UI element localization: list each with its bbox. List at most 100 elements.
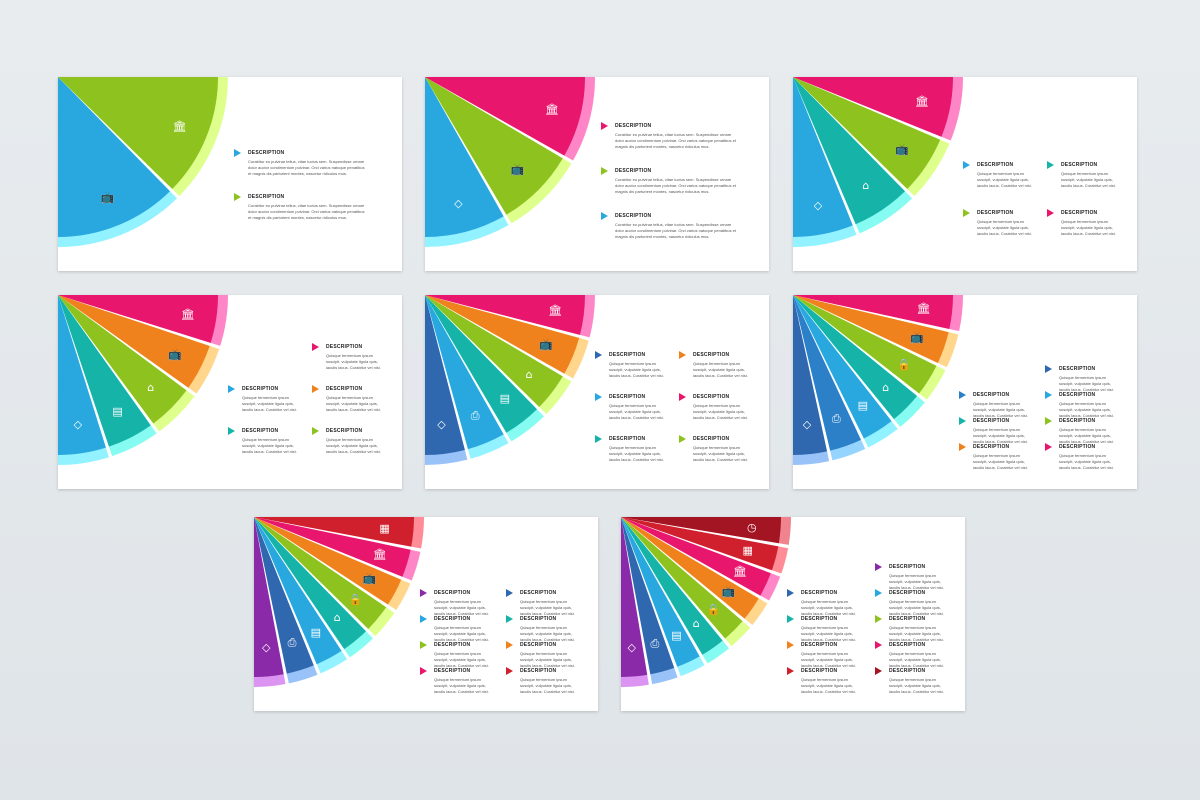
- description-text: Quisque fermentum ipsum suscipit, vulput…: [326, 395, 381, 412]
- diamond-icon: ◇: [627, 640, 636, 654]
- bullet-triangle-icon: [875, 641, 882, 649]
- bullet-triangle-icon: [595, 351, 602, 359]
- description-text: Quisque fermentum ipsum suscipit, vulput…: [1059, 427, 1114, 444]
- bullet-triangle-icon: [1045, 417, 1052, 425]
- fan-segment: [621, 517, 781, 544]
- film-icon: ▤: [112, 404, 123, 418]
- fan-diagram: [793, 77, 963, 247]
- tv-icon: 📺: [909, 331, 924, 345]
- description-title: DESCRIPTION: [434, 642, 471, 648]
- description-title: DESCRIPTION: [693, 394, 730, 400]
- bank-icon: 🏛: [548, 304, 563, 318]
- diamond-icon: ◇: [454, 196, 463, 210]
- fan-segment: [793, 295, 937, 394]
- description-text: Quisque fermentum ipsum suscipit, vulput…: [1059, 401, 1114, 418]
- description-text: Curabitur eu pulvinar tellus, vitae luct…: [248, 159, 365, 176]
- diamond-icon: ◇: [802, 418, 812, 432]
- description-text: Quisque fermentum ipsum suscipit, vulput…: [326, 353, 381, 370]
- description-text: Quisque fermentum ipsum suscipit, vulput…: [801, 651, 856, 668]
- bullet-triangle-icon: [679, 351, 686, 359]
- description-title: DESCRIPTION: [520, 642, 557, 648]
- description-text: Quisque fermentum ipsum suscipit, vulput…: [889, 573, 944, 590]
- fan-segment: [58, 295, 218, 343]
- description-text: Quisque fermentum ipsum suscipit, vulput…: [889, 651, 944, 668]
- home-icon: ⌂: [525, 367, 533, 381]
- description-text: Quisque fermentum ipsum suscipit, vulput…: [434, 625, 489, 642]
- description-title: DESCRIPTION: [609, 436, 646, 442]
- bullet-triangle-icon: [595, 435, 602, 443]
- description-title: DESCRIPTION: [615, 213, 652, 219]
- bank-icon: 🏛: [180, 307, 195, 321]
- fan-segment: [621, 517, 700, 667]
- description-title: DESCRIPTION: [889, 590, 926, 596]
- fan-segment: [425, 77, 563, 215]
- description-text: Quisque fermentum ipsum suscipit, vulput…: [801, 599, 856, 616]
- bullet-triangle-icon: [420, 615, 427, 623]
- print-icon: ⎙: [470, 409, 480, 423]
- description-title: DESCRIPTION: [977, 162, 1014, 168]
- fan-segment: [254, 517, 411, 577]
- fan-segment: [425, 77, 504, 237]
- description-title: DESCRIPTION: [1061, 210, 1098, 216]
- bullet-triangle-icon: [787, 615, 794, 623]
- fan-segment: [425, 295, 580, 374]
- description-title: DESCRIPTION: [615, 123, 652, 129]
- bank-icon: 🏛: [372, 548, 387, 562]
- fan-segment: [254, 517, 284, 677]
- description-title: DESCRIPTION: [242, 386, 279, 392]
- description-text: Curabitur eu pulvinar tellus, vitae luct…: [615, 177, 736, 194]
- description-text: Quisque fermentum ipsum suscipit, vulput…: [242, 395, 297, 412]
- fan-segment: [793, 77, 953, 137]
- fan-segment: [621, 517, 771, 596]
- description-text: Quisque fermentum ipsum suscipit, vulput…: [520, 599, 575, 616]
- description-title: DESCRIPTION: [801, 668, 838, 674]
- fan-segment: [793, 295, 892, 439]
- fan-segment: [254, 517, 342, 665]
- description-text: Quisque fermentum ipsum suscipit, vulput…: [609, 445, 664, 462]
- bullet-triangle-icon: [601, 212, 608, 220]
- grid-icon: ▦: [379, 522, 390, 536]
- description-text: Quisque fermentum ipsum suscipit, vulput…: [1059, 375, 1114, 392]
- tv-icon: 📺: [510, 162, 525, 176]
- description-text: Quisque fermentum ipsum suscipit, vulput…: [1061, 219, 1116, 236]
- description-title: DESCRIPTION: [615, 168, 652, 174]
- description-text: Quisque fermentum ipsum suscipit, vulput…: [609, 403, 664, 420]
- fan-segment: [425, 295, 504, 450]
- fan-segment: [793, 77, 906, 225]
- bullet-triangle-icon: [420, 641, 427, 649]
- print-icon: ⎙: [831, 411, 841, 425]
- film-icon: ▤: [671, 628, 682, 642]
- bullet-triangle-icon: [234, 193, 241, 201]
- description-title: DESCRIPTION: [248, 194, 285, 200]
- description-text: Quisque fermentum ipsum suscipit, vulput…: [973, 427, 1028, 444]
- description-text: Quisque fermentum ipsum suscipit, vulput…: [434, 651, 489, 668]
- bank-icon: 🏛: [914, 94, 929, 108]
- fan-segment: [254, 517, 414, 547]
- bullet-triangle-icon: [312, 343, 319, 351]
- fan-segment: [254, 517, 402, 605]
- description-text: Quisque fermentum ipsum suscipit, vulput…: [326, 437, 381, 454]
- description-title: DESCRIPTION: [1059, 444, 1096, 450]
- fan-segment: [425, 77, 585, 156]
- description-text: Quisque fermentum ipsum suscipit, vulput…: [520, 677, 575, 694]
- description-title: DESCRIPTION: [520, 668, 557, 674]
- diamond-icon: ◇: [261, 640, 271, 654]
- film-icon: ▤: [310, 625, 322, 639]
